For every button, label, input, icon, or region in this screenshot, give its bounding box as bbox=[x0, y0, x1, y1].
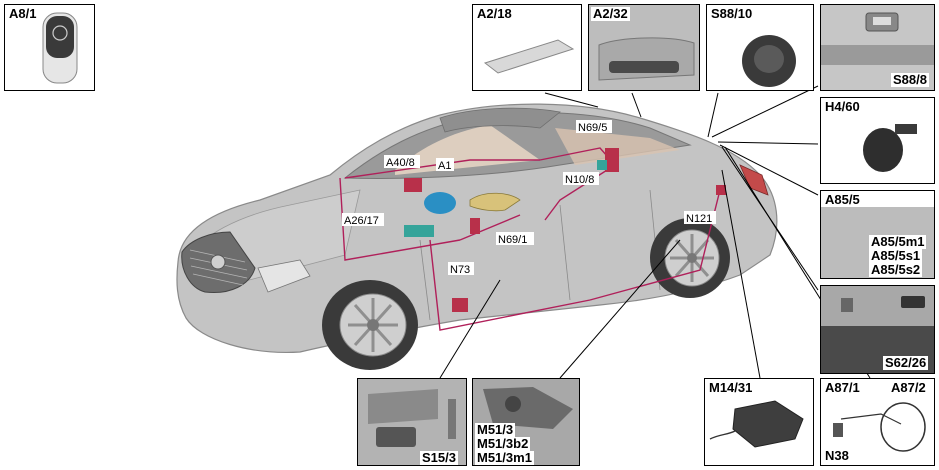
module-n69-5 bbox=[605, 148, 619, 172]
label-n73: N73 bbox=[450, 264, 470, 276]
mirror-area-icon bbox=[598, 37, 695, 81]
panel-s88-10-label: S88/10 bbox=[709, 6, 755, 21]
front-wheel bbox=[322, 280, 418, 370]
label-n121: N121 bbox=[686, 213, 712, 225]
module-n121 bbox=[716, 185, 726, 195]
panel-m14-31: M14/31 bbox=[704, 378, 814, 466]
panel-s88-10: S88/10 bbox=[706, 4, 814, 91]
panel-s62-26: S62/26 bbox=[820, 285, 935, 374]
panel-a85-5s1-label: A85/5s1 bbox=[869, 248, 923, 263]
antenna-cable-icon bbox=[833, 402, 926, 452]
panel-m51-3m1-label: M51/3m1 bbox=[475, 450, 534, 465]
car-callouts: N69/5 N10/8 A40/8 A1 A26/17 N69/1 N121 N… bbox=[342, 120, 716, 276]
trunk-switch-icon bbox=[821, 12, 934, 65]
panel-a2-32-label: A2/32 bbox=[591, 6, 630, 21]
panel-m51-3-label: M51/3 bbox=[475, 422, 516, 437]
panel-a85-5-label: A85/5 bbox=[823, 192, 862, 207]
trunk-lock-switch-icon bbox=[821, 286, 934, 326]
rear-wheel bbox=[650, 218, 730, 298]
panel-a8-1-label: A8/1 bbox=[7, 6, 39, 21]
antenna-module-icon bbox=[483, 39, 575, 74]
seat-motor-icon bbox=[483, 387, 573, 429]
key-fob-icon bbox=[42, 12, 78, 84]
panel-m51-3b2-label: M51/3b2 bbox=[475, 436, 531, 451]
module-a40-8 bbox=[404, 178, 422, 192]
lock-actuator-icon bbox=[709, 400, 804, 448]
module-n10-8 bbox=[597, 160, 607, 170]
panel-a85-5s2-label: A85/5s2 bbox=[869, 262, 923, 277]
label-a40-8: A40/8 bbox=[386, 157, 415, 169]
panel-s88-8: S88/8 bbox=[820, 4, 935, 91]
panel-n38-label: N38 bbox=[823, 448, 851, 463]
panel-a85-5m1-label: A85/5m1 bbox=[869, 234, 927, 249]
label-n69-1: N69/1 bbox=[498, 234, 527, 246]
panel-a2-32: A2/32 bbox=[588, 4, 700, 91]
panel-a2-18: A2/18 bbox=[472, 4, 582, 91]
buzzer-icon bbox=[863, 124, 917, 172]
module-n69-1 bbox=[470, 218, 480, 234]
module-a1 bbox=[424, 192, 456, 214]
panel-a87: A87/1 A87/2 N38 bbox=[820, 378, 935, 466]
panel-a2-18-label: A2/18 bbox=[475, 6, 514, 21]
module-a26-17 bbox=[404, 225, 434, 237]
module-n73 bbox=[452, 298, 468, 312]
panel-h4-60-label: H4/60 bbox=[823, 99, 862, 114]
panel-s62-26-label: S62/26 bbox=[883, 355, 929, 370]
label-a1: A1 bbox=[438, 160, 451, 172]
door-switch-icon bbox=[368, 389, 456, 447]
panel-a8-1: A8/1 bbox=[4, 4, 95, 91]
label-n69-5: N69/5 bbox=[578, 122, 607, 134]
panel-s15-3: S15/3 bbox=[357, 378, 467, 466]
car-illustration bbox=[176, 103, 778, 370]
panel-m14-31-label: M14/31 bbox=[707, 380, 755, 395]
panel-s15-3-label: S15/3 bbox=[420, 450, 458, 465]
label-n10-8: N10/8 bbox=[565, 174, 594, 186]
panel-a87-1-label: A87/1 bbox=[823, 380, 862, 395]
panel-m51-3: M51/3 M51/3b2 M51/3m1 bbox=[472, 378, 580, 466]
panel-a87-2-label: A87/2 bbox=[889, 380, 928, 395]
trunk-button-icon bbox=[742, 35, 796, 87]
leader-lines bbox=[439, 85, 871, 379]
panel-s88-8-label: S88/8 bbox=[891, 72, 929, 87]
panel-a85-5: A85/5 A85/5m1 A85/5s1 A85/5s2 bbox=[820, 190, 935, 279]
label-a26-17: A26/17 bbox=[344, 215, 379, 227]
panel-h4-60: H4/60 bbox=[820, 97, 935, 184]
